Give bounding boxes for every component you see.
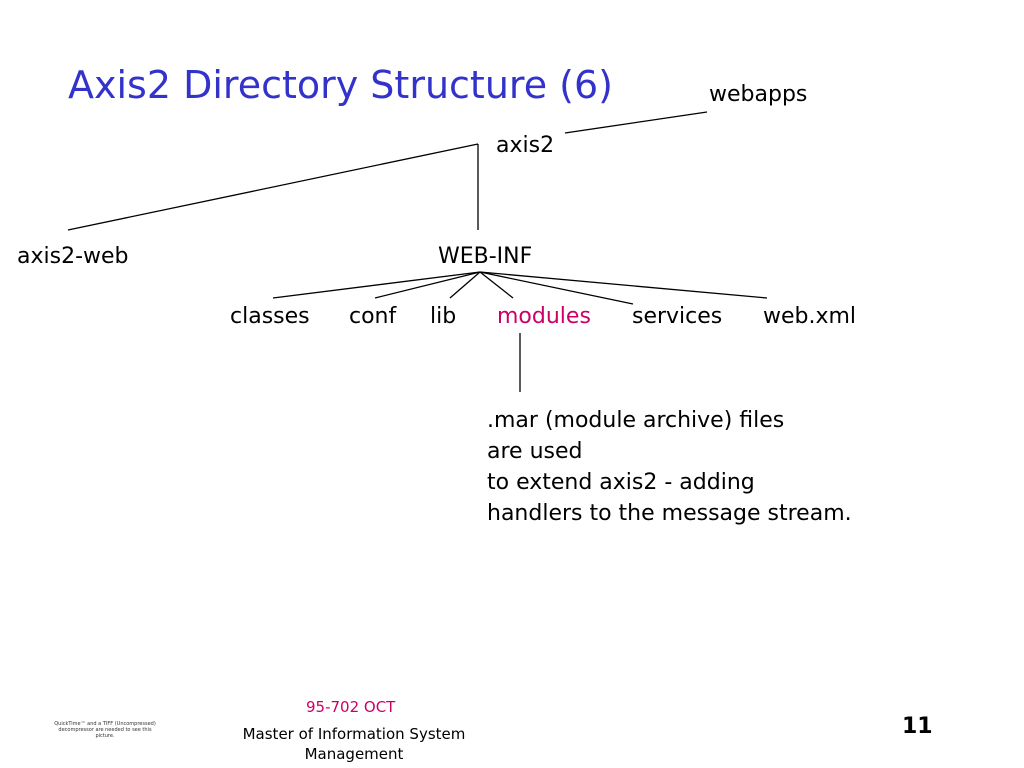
connector-webinf-lib (449, 271, 481, 299)
node-axis2-web: axis2-web (17, 244, 129, 269)
note-line: are used (487, 439, 583, 464)
connector-webinf-conf (374, 271, 481, 299)
connector-axis2-web (67, 143, 479, 231)
note-line: to extend axis2 - adding (487, 470, 755, 495)
connector-webinf-services (479, 271, 634, 305)
footer-course: 95-702 OCT (306, 698, 396, 716)
node-conf: conf (349, 304, 397, 329)
node-classes: classes (230, 304, 310, 329)
page-number: 11 (902, 714, 933, 739)
node-axis2: axis2 (496, 133, 555, 158)
node-lib: lib (430, 304, 457, 329)
connector-webinf-modules (479, 271, 514, 299)
connector-axis2-webapps (564, 111, 708, 134)
connector-webinf-webxml (479, 271, 768, 299)
quicktime-placeholder-image: QuickTime™ and a TIFF (Uncompressed) dec… (54, 721, 156, 739)
node-services: services (632, 304, 723, 329)
note-line: .mar (module archive) files (487, 408, 785, 433)
footer-program: Master of Information System Management (242, 725, 466, 763)
slide-title: Axis2 Directory Structure (6) (68, 63, 613, 107)
node-webapps: webapps (709, 82, 808, 107)
note-line: handlers to the message stream. (487, 501, 852, 526)
modules-note: .mar (module archive) files are used to … (487, 405, 852, 529)
node-web-xml: web.xml (763, 304, 857, 329)
connector-webinf-classes (272, 271, 481, 299)
node-modules: modules (497, 304, 591, 329)
node-web-inf: WEB-INF (438, 244, 533, 269)
